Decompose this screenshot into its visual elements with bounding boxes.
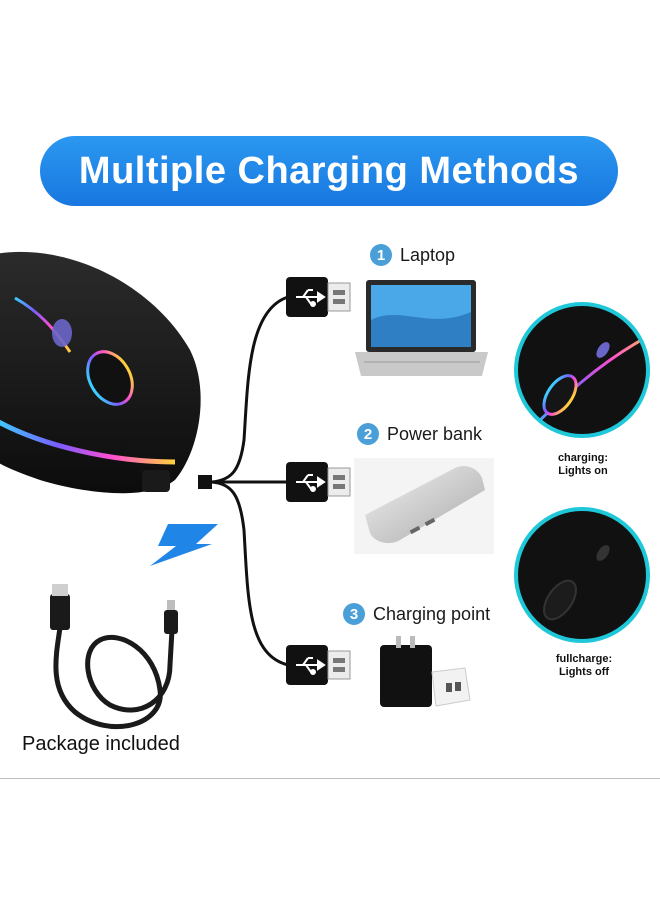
- status-fullcharge-title: fullcharge:: [555, 653, 613, 665]
- power-bank-icon: [354, 458, 494, 554]
- divider: [0, 778, 660, 779]
- lightning-bolt-icon: [150, 524, 218, 566]
- wireless-mouse-icon: [0, 251, 201, 494]
- status-charging-title: charging:: [557, 452, 609, 464]
- step-power-bank: 2 Power bank: [357, 423, 482, 445]
- cable-branches: [211, 295, 289, 667]
- package-included-label: Package included: [22, 733, 180, 755]
- laptop-icon: [355, 280, 488, 376]
- step-label: Charging point: [373, 603, 491, 624]
- usb-plug-middle: [286, 462, 351, 502]
- usb-plug-bottom: [286, 645, 351, 685]
- usb-symbol-icon: [296, 657, 326, 675]
- step-charging-point: 3 Charging point: [343, 603, 490, 625]
- banner-title: Multiple Charging Methods: [78, 149, 580, 192]
- usb-symbol-icon: [296, 474, 326, 492]
- title-banner: Multiple Charging Methods: [40, 136, 618, 206]
- usb-cable-icon: [50, 584, 178, 730]
- step-number: 2: [357, 423, 379, 445]
- status-fullcharge-detail: Lights off: [558, 666, 610, 678]
- charging-lights-on-inset: [514, 302, 650, 438]
- status-charging: charging: Lights on: [548, 452, 618, 478]
- step-label: Power bank: [387, 423, 483, 444]
- step-label: Laptop: [400, 244, 456, 265]
- usb-symbol-icon: [296, 289, 326, 307]
- step-laptop: 1 Laptop: [370, 244, 455, 266]
- micro-usb-plug: [198, 475, 212, 489]
- step-number: 1: [370, 244, 392, 266]
- status-fullcharge: fullcharge: Lights off: [546, 653, 622, 679]
- usb-plug-top: [286, 277, 351, 317]
- status-charging-detail: Lights on: [558, 465, 608, 477]
- fullcharge-lights-off-inset: [514, 507, 650, 643]
- wall-charger-icon: [380, 636, 471, 707]
- step-number: 3: [343, 603, 365, 625]
